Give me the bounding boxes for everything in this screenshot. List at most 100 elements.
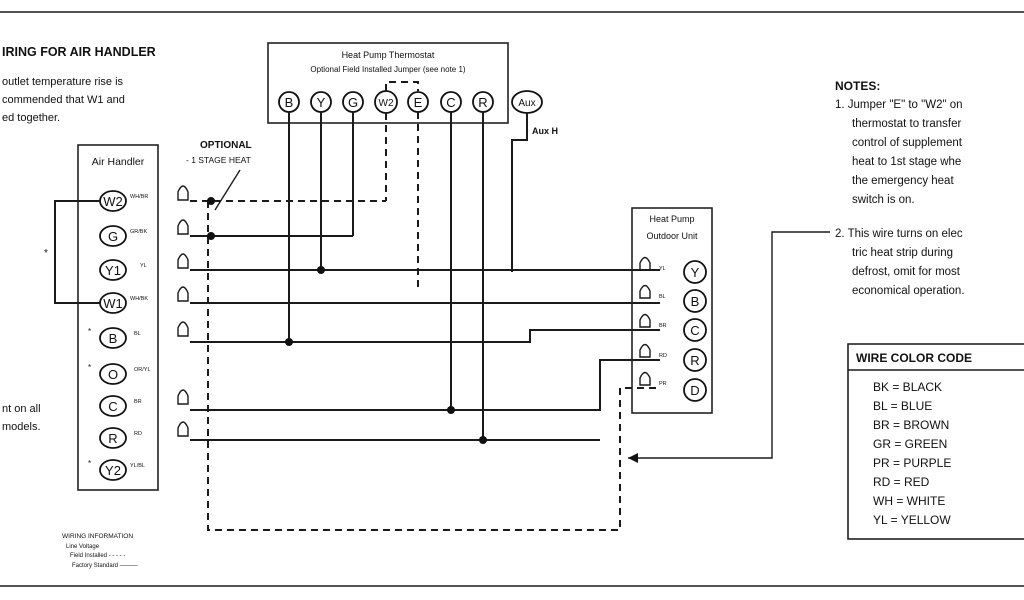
tstat-terminal-label: Aux [518,98,535,109]
junction-dot [447,406,455,414]
aux-h-label: Aux H [532,126,558,136]
ah-terminal-label: W1 [103,296,123,311]
wire-nut-icon [639,284,651,299]
thermostat-title: Heat Pump Thermostat [342,50,435,60]
color-code-entry: BK = BLACK [873,380,942,394]
note1-line: the emergency heat [852,175,954,187]
ah-terminal-color: YL/BL [130,463,145,469]
color-code-entry: RD = RED [873,475,930,489]
od-terminal-color: BR [659,323,667,329]
tstat-terminal-label: W2 [379,98,394,109]
junction-dot [317,266,325,274]
od-terminal-circle [683,348,707,372]
wire-nut-icon [639,256,651,271]
ah-terminal-circle [99,395,127,417]
color-code-entry: WH = WHITE [873,494,945,508]
air-handler-terminals: W2 WH/BR G GR/BK Y1 YL W1 WH/BK B * BL O… [88,190,151,481]
jumper-e-w2 [385,81,419,91]
od-terminal-circle [683,289,707,313]
od-terminal-b: BL B [639,284,707,313]
c-run [190,359,660,411]
ah-terminal-o: O * OR/YL [88,363,151,385]
ah-terminal-label: Y2 [105,463,121,478]
wire-color-code-title: WIRE COLOR CODE [856,351,972,365]
ah-terminal-label: O [108,367,118,382]
thermostat-wires [288,112,528,440]
header-note-line: commended that W1 and [2,94,125,106]
air-handler-label: Air Handler [92,156,145,168]
tstat-terminal-e: E [407,91,429,113]
note2-line: defrost, omit for most [852,266,961,278]
note2-line: economical operation. [852,285,965,297]
wire-color-code-box [847,343,1024,540]
ah-terminal-color: WH/BK [130,296,148,302]
color-code-entry: GR = GREEN [873,437,947,451]
od-terminal-color: PR [659,381,667,387]
ah-terminal-color: GR/BK [130,229,147,235]
wire-nut-icon [177,389,189,405]
wire-connectors [177,185,189,437]
wiring-info-line: Factory Standard ——— [72,563,138,569]
thermostat-terminals: B Y G W2 E C R Aux [278,90,543,114]
tstat-terminal-b: B [278,91,300,113]
od-terminal-circle [683,378,707,402]
ah-terminal-color: BR [134,399,142,405]
header-note-line: ed together. [2,112,60,124]
tstat-terminal-c: C [440,91,462,113]
ah-terminal-circle [99,327,127,349]
ah-terminal-circle [99,225,127,247]
left-note-line: nt on all [2,403,41,415]
horizontal-wires [190,200,660,531]
color-code-entry: PR = PURPLE [873,456,951,470]
tstat-terminal-label: G [348,95,358,110]
od-terminal-color: YL [659,266,666,272]
wire-nut-icon [177,421,189,437]
wire-nut-icon [639,313,651,328]
ah-terminal-y1: Y1 YL [99,259,147,281]
ah-terminal-c: C BR [99,395,142,417]
wire-nut-icon [639,371,651,386]
junction-dot [285,338,293,346]
ah-terminal-label: C [108,399,117,414]
d-run [207,201,660,531]
ah-terminal-circle [99,363,127,385]
wiring-info-line: Line Voltage [66,544,100,550]
ah-terminal-circle [99,427,127,449]
ah-terminal-b: B * BL [88,327,141,349]
tstat-terminal-label: B [285,95,294,110]
junction-dot [479,436,487,444]
ah-terminal-color: YL [140,263,147,269]
optional-arrow [214,169,241,211]
tstat-terminal-label: C [446,95,455,110]
wire-nut-icon [177,185,189,201]
od-terminal-label: Y [691,265,700,280]
color-code-entry: BR = BROWN [873,418,949,432]
note1-line: 1. Jumper "E" to "W2" on [835,99,963,111]
wire-nut-icon [177,219,189,235]
od-terminal-d: PR D [639,371,707,402]
od-terminal-label: C [690,323,699,338]
optional-title: OPTIONAL [200,140,252,151]
outdoor-unit-title-line1: Heat Pump [649,214,694,224]
ah-terminal-circle [99,259,127,281]
color-code-entry: YL = YELLOW [873,513,951,527]
left-note-line: models. [2,421,41,433]
od-terminal-label: D [690,383,699,398]
wire-nut-icon [177,321,189,337]
od-terminal-r: RD R [639,343,707,372]
wire-nut-icon [177,253,189,269]
od-terminal-label: B [691,294,700,309]
ah-terminal-label: Y1 [105,263,121,278]
tstat-terminal-y: Y [310,91,332,113]
tstat-terminal-aux: Aux [511,90,543,114]
outdoor-terminals: YL Y BL B BR C RD R PR D [639,256,707,402]
junction-dots [207,197,487,444]
note1-line: heat to 1st stage whe [852,156,961,168]
wiring-info-title: WIRING INFORMATION [62,533,133,540]
wire-nut-icon [639,343,651,358]
ah-terminal-label: R [108,431,117,446]
optional-subtitle: - 1 STAGE HEAT [186,155,251,165]
ah-terminal-circle [99,459,127,481]
header-note-line: outlet temperature rise is [2,76,124,88]
